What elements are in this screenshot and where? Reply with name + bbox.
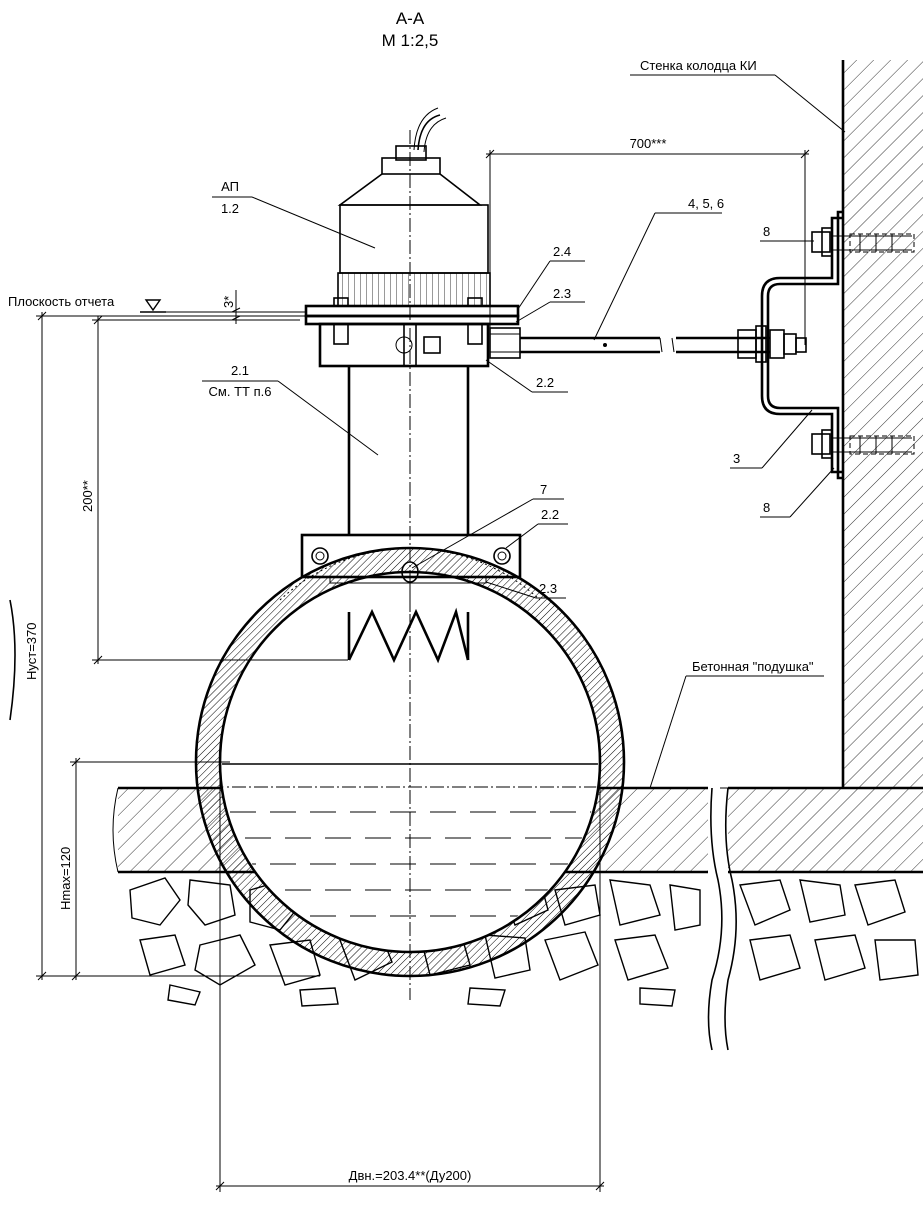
callout-ap: АП 1.2 <box>212 179 376 249</box>
callout-wall: Стенка колодца КИ <box>630 58 846 133</box>
dim-hmax-text: Hmax=120 <box>58 847 73 910</box>
sensor-ap <box>337 107 491 307</box>
callout-2-2-bottom: 2.2 <box>505 507 568 549</box>
lower-clamp <box>300 533 522 612</box>
dim-200-text: 200** <box>80 480 95 512</box>
reference-plane: Плоскость отчета 3* <box>8 290 306 324</box>
dim-700-text: 700*** <box>630 136 667 151</box>
dim-hust-text: Hуст=370 <box>24 623 39 680</box>
manhole-wall <box>720 60 923 789</box>
callout-8-bottom: 8 <box>760 467 835 518</box>
dimension-diameter: Двн.=203.4**(Ду200) <box>215 762 605 1192</box>
label-8-top: 8 <box>763 224 770 239</box>
dimension-hmax: Hmax=120 <box>58 757 230 981</box>
label-2-2-top: 2.2 <box>536 375 554 390</box>
label-4-5-6: 4, 5, 6 <box>688 196 724 211</box>
adjacent-view-edge <box>9 599 16 721</box>
label-2-3-bottom: 2.3 <box>539 581 557 596</box>
callout-2-1: 2.1 См. ТТ п.6 <box>202 363 379 456</box>
label-3: 3 <box>733 451 740 466</box>
dim-3-text: 3* <box>221 296 236 308</box>
reference-plane-text: Плоскость отчета <box>8 294 115 309</box>
label-ap: АП <box>221 179 239 194</box>
sensor-tube <box>347 366 470 535</box>
support-rod <box>520 325 807 363</box>
pipe <box>194 130 626 1000</box>
label-7: 7 <box>540 482 547 497</box>
callout-2-2-top: 2.2 <box>485 359 568 393</box>
callout-2-4: 2.4 <box>517 244 585 310</box>
callout-4-5-6: 4, 5, 6 <box>593 196 724 341</box>
label-2-2-bottom: 2.2 <box>541 507 559 522</box>
section-scale: М 1:2,5 <box>382 31 439 50</box>
sensor-teeth <box>347 607 470 664</box>
mounting-plates <box>304 297 520 345</box>
label-1-2: 1.2 <box>221 201 239 216</box>
label-2-3-top: 2.3 <box>553 286 571 301</box>
label-2-1: 2.1 <box>231 363 249 378</box>
callout-3: 3 <box>730 409 813 469</box>
section-title-block: А-А М 1:2,5 <box>382 9 439 50</box>
callout-8-top: 8 <box>760 224 814 242</box>
callout-2-3-top: 2.3 <box>515 286 585 323</box>
label-concrete: Бетонная "подушка" <box>692 659 814 674</box>
dimension-200: 200** <box>80 315 348 665</box>
label-2-4: 2.4 <box>553 244 571 259</box>
callout-7: 7 <box>411 482 564 569</box>
upper-clamp <box>318 322 521 368</box>
label-wall: Стенка колодца КИ <box>640 58 757 73</box>
label-8-bottom: 8 <box>763 500 770 515</box>
wall-bracket-3 <box>760 210 843 480</box>
dimension-hust: Hуст=370 <box>24 311 320 981</box>
dimension-700: 700*** <box>485 136 810 345</box>
anchor-bolts <box>811 227 915 459</box>
callout-concrete: Бетонная "подушка" <box>649 659 824 789</box>
dim-diameter-text: Двн.=203.4**(Ду200) <box>349 1168 472 1183</box>
callout-2-3-bottom: 2.3 <box>485 581 566 599</box>
section-title: А-А <box>396 9 425 28</box>
label-2-1-note: См. ТТ п.6 <box>209 384 272 399</box>
